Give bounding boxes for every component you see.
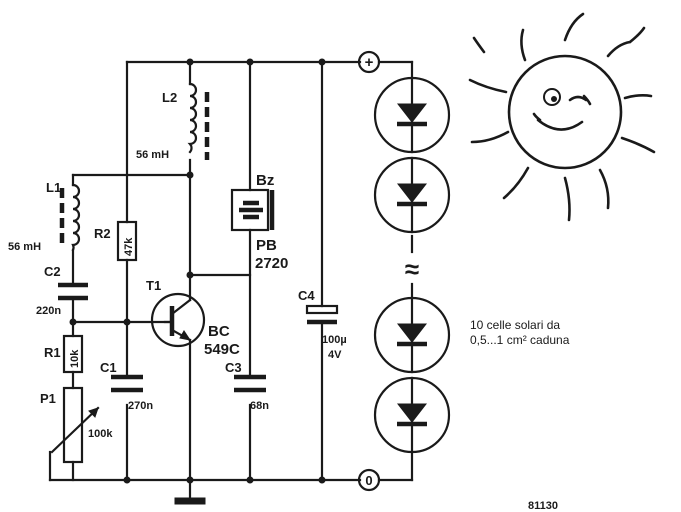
resistor-R2 bbox=[116, 220, 138, 262]
L2-value: 56 mH bbox=[136, 149, 169, 161]
Bz-type-line2: 2720 bbox=[255, 255, 288, 272]
C2-ref: C2 bbox=[44, 264, 61, 279]
capacitor-C2 bbox=[58, 282, 88, 301]
resistor-R1 bbox=[62, 334, 84, 374]
L1-value: 56 mH bbox=[8, 241, 41, 253]
Bz-ref: Bz bbox=[256, 172, 274, 189]
T1-ref: T1 bbox=[146, 278, 161, 293]
inductor-L2 bbox=[187, 82, 210, 160]
T1-type-line2: 549C bbox=[204, 341, 240, 358]
solar-cell-4 bbox=[373, 376, 451, 454]
series-break-symbol: ≈ bbox=[405, 254, 419, 284]
zero-terminal bbox=[357, 468, 381, 492]
C4-value-line1: 100µ bbox=[322, 334, 347, 346]
P1-value: 100k bbox=[88, 428, 113, 440]
zero-terminal-label: 0 bbox=[365, 473, 372, 488]
transistor-T1 bbox=[150, 292, 206, 348]
R2-value: 47k bbox=[123, 237, 135, 256]
inductor-L1 bbox=[59, 183, 81, 252]
buzzer-Bz bbox=[230, 188, 275, 232]
C1-value: 270n bbox=[128, 400, 153, 412]
positive-terminal-label: + bbox=[365, 54, 374, 71]
cells-note-line1: 10 celle solari da bbox=[470, 318, 560, 332]
C4-ref: C4 bbox=[298, 288, 315, 303]
R1-value: 10k bbox=[69, 349, 81, 368]
L2-ref: L2 bbox=[162, 90, 177, 105]
C4-value-line2: 4V bbox=[328, 349, 342, 361]
capacitor-C3 bbox=[234, 374, 266, 393]
C1-ref: C1 bbox=[100, 360, 117, 375]
capacitor-C1 bbox=[111, 374, 143, 393]
junction-dots bbox=[69, 58, 326, 484]
wiring bbox=[48, 60, 414, 500]
Bz-type-line1: PB bbox=[256, 237, 277, 254]
C2-value: 220n bbox=[36, 305, 61, 317]
figure-number: 81130 bbox=[528, 500, 558, 512]
R1-ref: R1 bbox=[44, 345, 61, 360]
cells-note-line2: 0,5...1 cm² caduna bbox=[470, 333, 570, 347]
solar-cell-3 bbox=[373, 296, 451, 374]
T1-type-line1: BC bbox=[208, 323, 230, 340]
solar-cell-2 bbox=[373, 156, 451, 234]
sun-illustration bbox=[468, 12, 656, 222]
C3-ref: C3 bbox=[225, 360, 242, 375]
P1-ref: P1 bbox=[40, 391, 56, 406]
L1-ref: L1 bbox=[46, 180, 61, 195]
capacitor-C4 bbox=[305, 304, 339, 325]
C3-value: 68n bbox=[250, 400, 269, 412]
positive-terminal bbox=[357, 50, 381, 74]
solar-cell-1 bbox=[373, 76, 451, 154]
potentiometer-P1 bbox=[48, 386, 100, 482]
R2-ref: R2 bbox=[94, 226, 111, 241]
ground-symbol bbox=[174, 497, 206, 505]
